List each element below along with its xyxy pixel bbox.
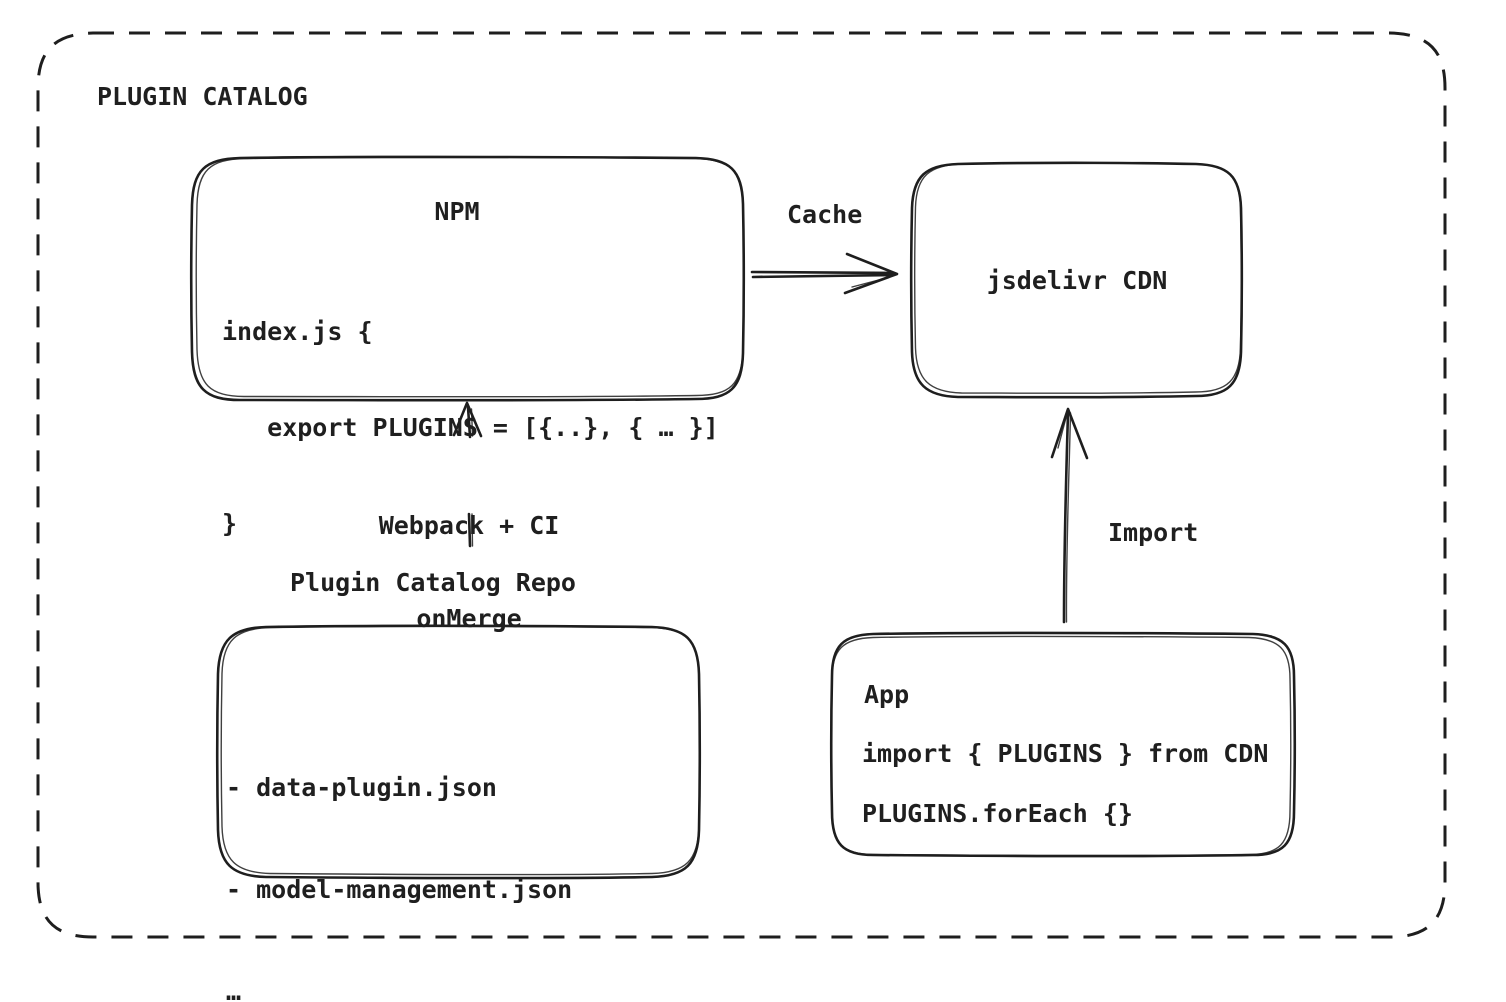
cache-arrow-head-sketch [851, 276, 891, 288]
npm-box-sketch [195, 156, 745, 398]
cdn-box-sketch [914, 162, 1242, 394]
catalog-boundary-box [36, 31, 1447, 939]
webpack-arrow-connector-sketch [471, 513, 474, 547]
webpack-arrow-label-line1: Webpack + CI [378, 511, 560, 540]
import-arrow-head-sketch [1057, 413, 1068, 449]
webpack-arrow-label: Webpack + CI onMerge [329, 448, 609, 696]
npm-code-line: export PLUGINS = [{..}, { … }] [222, 413, 719, 442]
app-code-line: import { PLUGINS } from CDN [862, 739, 1269, 768]
repo-file-item: - data-plugin.json [226, 773, 497, 802]
npm-box-title: NPM [434, 197, 480, 226]
webpack-arrow-head [452, 401, 483, 438]
cdn-box-label: jsdelivr CDN [986, 266, 1168, 295]
npm-code-line: index.js { [222, 317, 373, 346]
npm-code-block: index.js { export PLUGINS = [{..}, { … }… [222, 252, 719, 604]
app-box-title: App [864, 680, 910, 709]
app-code-line: PLUGINS.forEach {} [862, 799, 1133, 828]
repo-heading: Plugin Catalog Repo [290, 568, 576, 597]
webpack-arrow-shaft [466, 405, 472, 439]
repo-file-item: … [226, 977, 242, 1002]
cache-arrow-head [843, 252, 899, 295]
import-arrow-shaft-sketch [1065, 412, 1072, 623]
webpack-arrow-label-line2: onMerge [416, 604, 522, 633]
repo-file-item: - model-management.json [226, 875, 573, 904]
cache-arrow-label: Cache [787, 200, 863, 229]
repo-file-list: - data-plugin.json - model-management.js… [226, 703, 572, 1002]
cache-arrow-shaft-sketch [751, 273, 895, 279]
npm-code-line: } [222, 509, 238, 538]
webpack-arrow-connector [467, 512, 472, 548]
webpack-arrow-shaft-sketch [470, 408, 474, 437]
app-box-sketch [830, 635, 1292, 857]
import-arrow-shaft [1062, 411, 1070, 624]
repo-box-sketch [220, 625, 701, 876]
import-arrow-head [1050, 407, 1089, 460]
cache-arrow-shaft [750, 270, 896, 275]
diagram-title: PLUGIN CATALOG [97, 82, 308, 111]
import-arrow-label: Import [1108, 518, 1199, 547]
